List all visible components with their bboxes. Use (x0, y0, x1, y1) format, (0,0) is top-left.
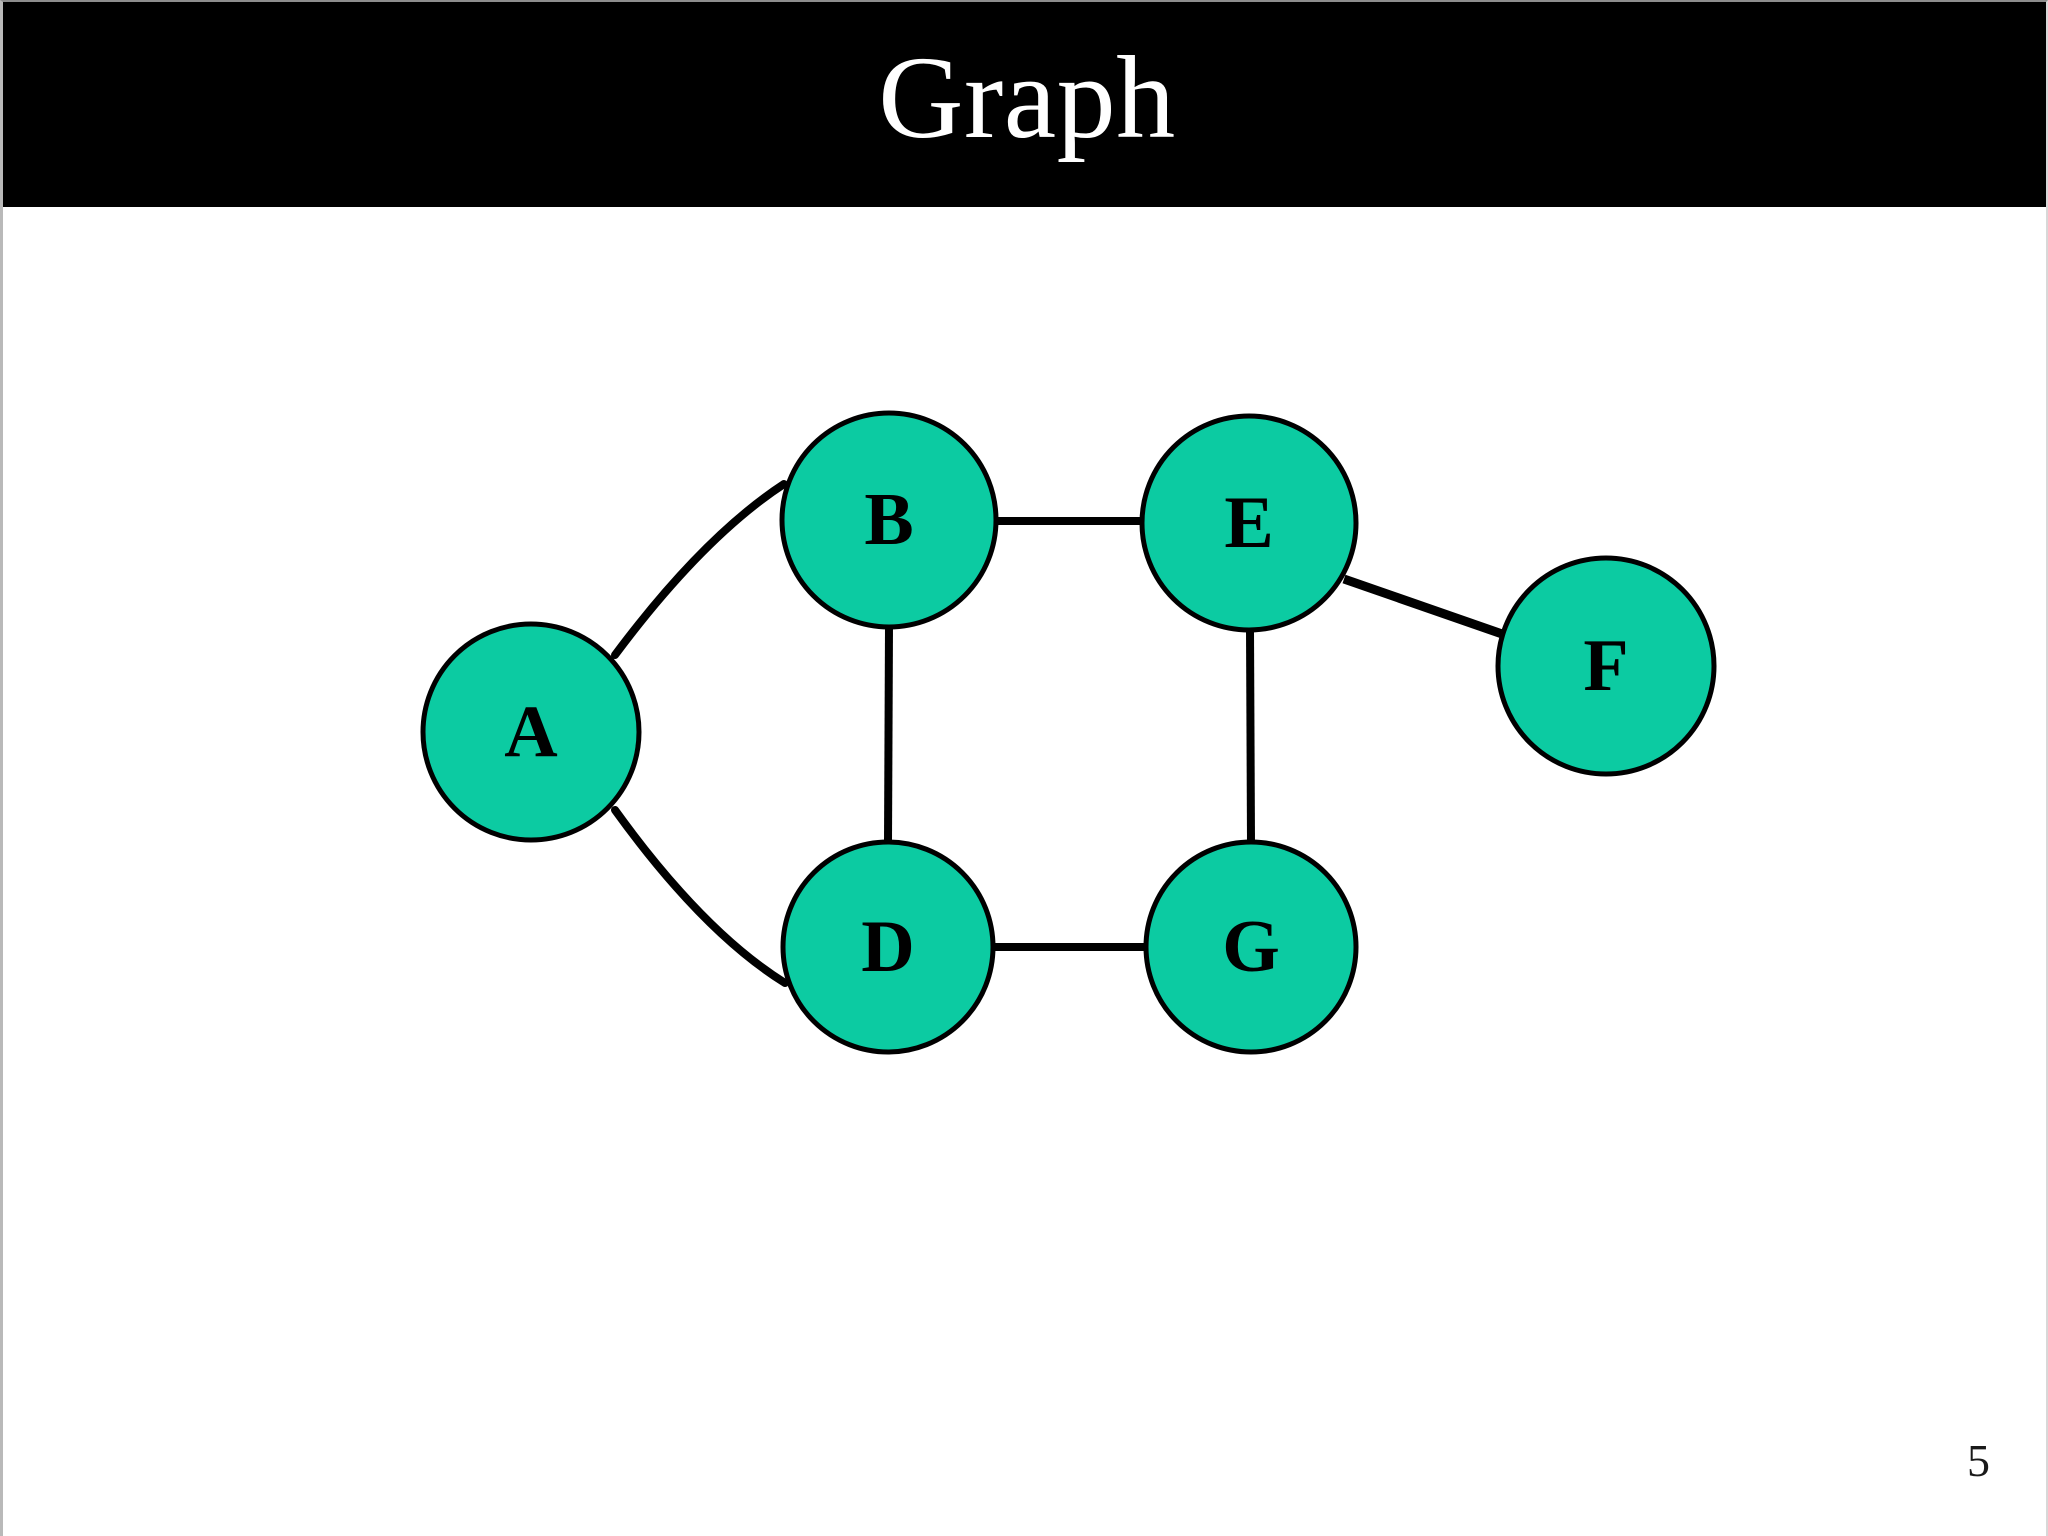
edge-e-f (1342, 574, 1507, 640)
node-label-e: E (1224, 482, 1273, 564)
node-circle-d[interactable] (780, 839, 996, 1055)
node-circle-a[interactable] (420, 621, 642, 843)
node-label-a: A (504, 691, 557, 773)
node-label-f: F (1583, 625, 1628, 707)
graph-node-e[interactable]: E (1139, 413, 1359, 633)
node-circle-f[interactable] (1495, 555, 1717, 777)
node-label-d: D (861, 906, 914, 988)
edge-b-d (884, 626, 893, 843)
edge-a-b (611, 480, 788, 659)
graph-edges (611, 480, 1507, 987)
node-circle-e[interactable] (1139, 413, 1359, 633)
graph-node-b[interactable]: B (779, 410, 999, 630)
graph-node-f[interactable]: F (1495, 555, 1717, 777)
graph-node-a[interactable]: A (420, 621, 642, 843)
slide-title-bar: Graph (3, 2, 2046, 207)
graph-node-g[interactable]: G (1143, 839, 1359, 1055)
graph-node-d[interactable]: D (780, 839, 996, 1055)
page-title: Graph (878, 31, 1176, 163)
node-circle-g[interactable] (1143, 839, 1359, 1055)
node-label-g: G (1222, 906, 1280, 988)
edge-e-g (1246, 629, 1255, 843)
page-number: 5 (1967, 1435, 1990, 1486)
node-label-b: B (864, 479, 913, 561)
graph-diagram: A B D E G (3, 207, 2046, 1536)
edge-a-d (611, 806, 789, 987)
graph-nodes: A B D E G (420, 410, 1717, 1055)
graph-canvas: A B D E G (420, 410, 1717, 1055)
node-circle-b[interactable] (779, 410, 999, 630)
